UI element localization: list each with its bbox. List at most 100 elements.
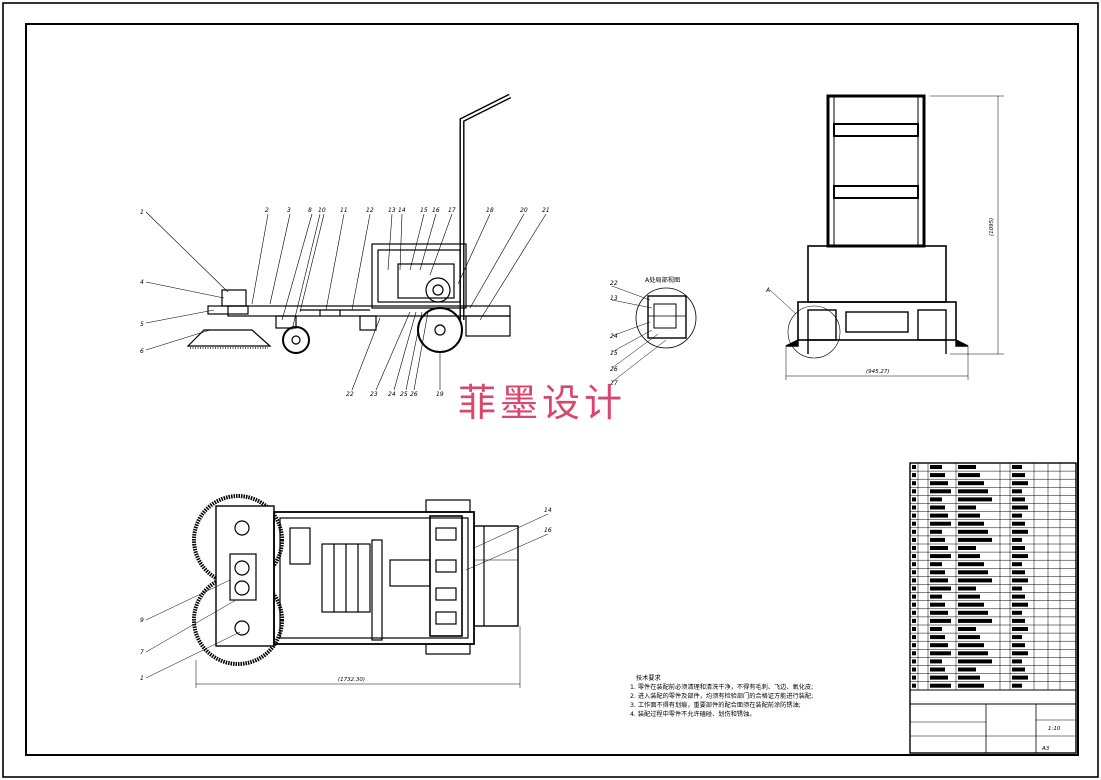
bom-cell-text bbox=[1012, 489, 1022, 494]
bom-cell-text bbox=[1012, 546, 1025, 550]
bom-cell-text bbox=[1012, 562, 1022, 567]
bom-cell-text bbox=[912, 602, 916, 607]
plan-view bbox=[145, 494, 549, 688]
callout-13: 13 bbox=[388, 207, 396, 214]
bom-cell-text bbox=[912, 513, 916, 518]
drawing-number: A3 bbox=[1041, 746, 1050, 752]
bom-cell-text bbox=[958, 602, 984, 607]
bom-cell-text bbox=[1012, 529, 1028, 534]
bom-cell-text bbox=[930, 675, 948, 680]
callout-24: 24 bbox=[388, 391, 396, 398]
callout-2: 2 bbox=[265, 207, 269, 214]
bom-cell-text bbox=[1012, 586, 1022, 591]
svg-text:14: 14 bbox=[544, 507, 552, 514]
bom-cell-text bbox=[912, 618, 916, 623]
bom-cell-text bbox=[930, 635, 945, 640]
height-dimension: (1095) bbox=[989, 218, 995, 236]
callout-10: 10 bbox=[318, 207, 326, 214]
bom-cell-text bbox=[958, 594, 980, 599]
bom-cell-text bbox=[930, 602, 945, 607]
bom-cell-text bbox=[958, 537, 992, 542]
bom-cell-text bbox=[930, 643, 948, 648]
callout-21: 21 bbox=[542, 207, 550, 214]
callout-A: A bbox=[765, 287, 770, 294]
callout-25: 25 bbox=[400, 391, 408, 398]
bom-cell-text bbox=[930, 659, 942, 664]
bom-cell-text bbox=[1012, 675, 1028, 680]
bom-cell-text bbox=[1012, 537, 1022, 542]
svg-text:9: 9 bbox=[140, 617, 144, 624]
bom-cell-text bbox=[930, 586, 951, 591]
callout-3: 3 bbox=[287, 207, 291, 214]
bom-cell-text bbox=[958, 554, 980, 559]
bom-cell-text bbox=[912, 667, 916, 672]
bom-cell-text bbox=[1012, 513, 1022, 518]
svg-text:7: 7 bbox=[140, 649, 144, 656]
bom-cell-text bbox=[912, 643, 916, 648]
bom-cell-text bbox=[958, 465, 976, 469]
bom-cell-text bbox=[930, 497, 942, 502]
bom-cell-text bbox=[1012, 683, 1022, 688]
bom-cell-text bbox=[912, 635, 916, 640]
side-view-callouts: 1 4 5 6 2 3 8 10 11 12 13 14 15 16 17 18… bbox=[140, 207, 550, 398]
side-view bbox=[186, 93, 512, 354]
bom-cell-text bbox=[958, 513, 980, 518]
bom-cell-text bbox=[912, 465, 916, 469]
bom-cell-text bbox=[958, 489, 988, 494]
bom-cell-text bbox=[958, 618, 992, 623]
technical-notes: 技术要求 1. 零件在装配前必须清理和清洗干净，不得有毛刺、飞边、氧化皮; 2.… bbox=[630, 674, 870, 719]
detail-view-title: A处局部视图 bbox=[645, 277, 681, 284]
svg-text:22: 22 bbox=[610, 280, 618, 287]
bom-cell-text bbox=[930, 667, 945, 672]
bom-cell-text bbox=[912, 473, 916, 478]
callout-15: 15 bbox=[420, 207, 428, 214]
bom-cell-text bbox=[912, 562, 916, 567]
bom-cell-text bbox=[1012, 602, 1028, 607]
bom-cell-text bbox=[958, 683, 984, 688]
callout-18: 18 bbox=[486, 207, 494, 214]
svg-text:1: 1 bbox=[140, 675, 144, 682]
note-item: 2. 进入装配的零件及部件，均须有检验部门的合格证方能进行装配; bbox=[630, 693, 814, 700]
bom-cell-text bbox=[912, 659, 916, 664]
bom-cell-text bbox=[958, 635, 980, 640]
bom-cell-text bbox=[1012, 497, 1025, 502]
bom-cell-text bbox=[930, 578, 948, 583]
bom-cell-text bbox=[930, 537, 945, 542]
bom-cell-text bbox=[912, 675, 916, 680]
bom-cell-text bbox=[912, 627, 916, 631]
bom-text-blocks bbox=[912, 465, 1028, 688]
bom-cell-text bbox=[958, 473, 980, 478]
callout-14: 14 bbox=[398, 207, 406, 214]
svg-text:13: 13 bbox=[610, 295, 618, 302]
svg-text:27: 27 bbox=[610, 380, 618, 387]
bom-cell-text bbox=[958, 521, 984, 526]
scale: 1:10 bbox=[1048, 726, 1061, 732]
bom-cell-text bbox=[1012, 521, 1025, 526]
bom-cell-text bbox=[930, 465, 942, 469]
bom-cell-text bbox=[912, 546, 916, 550]
front-width-dimension: (945.27) bbox=[866, 369, 890, 375]
callout-5: 5 bbox=[140, 321, 144, 328]
notes-heading: 技术要求 bbox=[636, 675, 661, 682]
svg-text:26: 26 bbox=[610, 366, 618, 373]
bom-cell-text bbox=[1012, 505, 1028, 510]
bom-cell-text bbox=[1012, 594, 1025, 599]
bom-cell-text bbox=[912, 505, 916, 510]
bom-cell-text bbox=[912, 586, 916, 591]
bom-cell-text bbox=[958, 651, 988, 656]
bom-cell-text bbox=[930, 521, 951, 526]
bom-cell-text bbox=[958, 505, 976, 510]
bom-cell-text bbox=[930, 513, 948, 518]
bom-cell-text bbox=[912, 594, 916, 599]
bom-cell-text bbox=[912, 578, 916, 583]
note-item: 3. 工作面不得有划痕，重要部件的配合面须在装配前涂防锈油; bbox=[630, 702, 801, 709]
bom-cell-text bbox=[912, 489, 916, 494]
bom-cell-text bbox=[958, 659, 992, 664]
bom-cell-text bbox=[1012, 635, 1022, 640]
detail-view-a: 22 13 24 15 26 27 bbox=[610, 280, 697, 387]
bom-cell-text bbox=[1012, 651, 1028, 656]
bom-cell-text bbox=[958, 586, 976, 591]
bom-cell-text bbox=[930, 627, 942, 631]
